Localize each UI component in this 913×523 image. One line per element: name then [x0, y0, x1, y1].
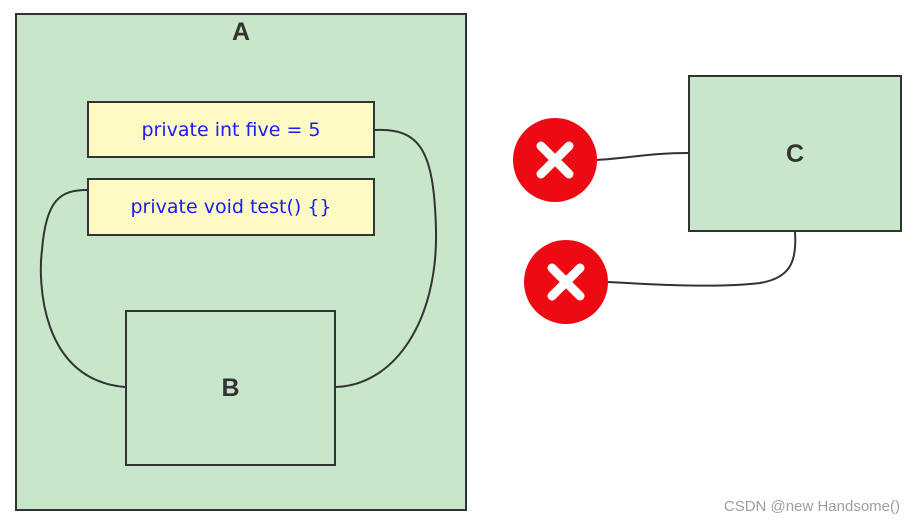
connector-b-to-method	[39, 189, 126, 388]
private-field-five: private int five = 5	[87, 101, 375, 158]
private-method-test: private void test() {}	[87, 178, 375, 236]
connector-c-to-denied-2	[607, 231, 797, 287]
x-circle-icon	[547, 263, 585, 301]
connector-b-to-field	[335, 128, 438, 388]
class-c-label: C	[785, 140, 805, 168]
class-a-label: A	[231, 18, 251, 46]
x-circle-icon	[536, 141, 574, 179]
inner-class-b-box	[125, 310, 336, 466]
class-c-box	[688, 75, 902, 232]
watermark: CSDN @new Handsome()	[723, 498, 900, 515]
connector-c-to-denied-1	[595, 152, 689, 161]
access-denied-icon	[513, 118, 597, 202]
access-denied-icon	[524, 240, 608, 324]
inner-class-b-label: B	[221, 374, 240, 402]
